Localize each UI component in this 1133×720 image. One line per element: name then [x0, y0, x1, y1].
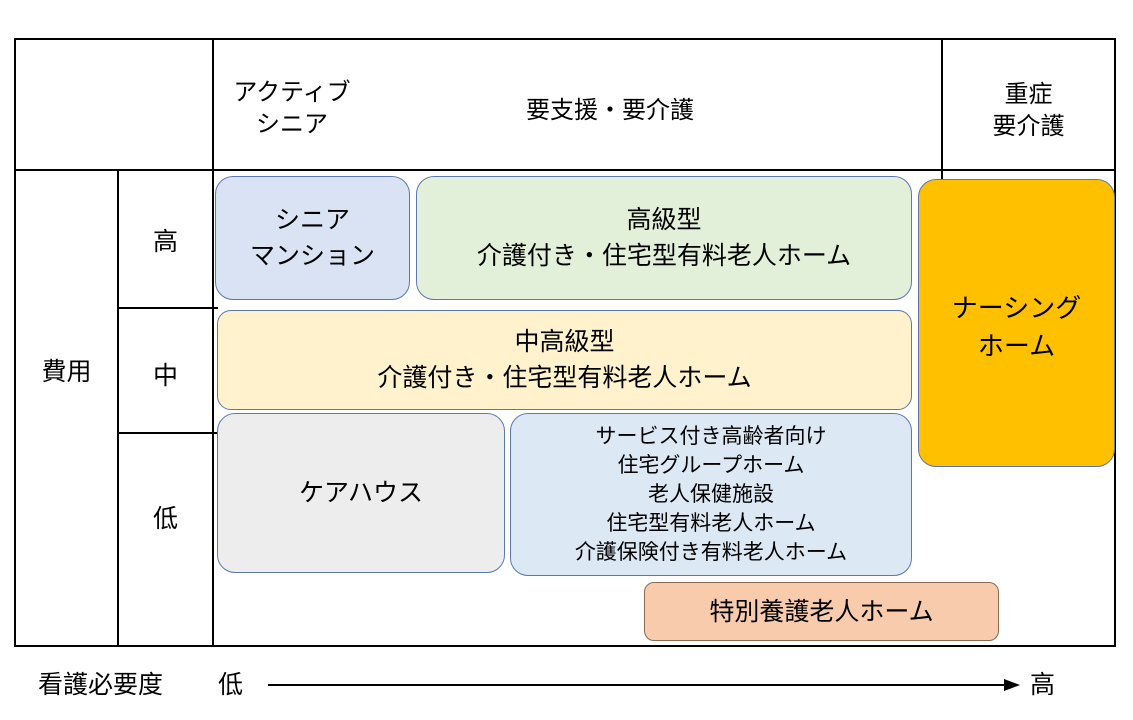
row-label-mid: 中	[152, 361, 178, 390]
axis-high-label: 高	[1030, 670, 1056, 699]
grid-line	[1114, 38, 1116, 647]
axis-arrow-head	[1004, 679, 1020, 691]
special-nursing-home-box: 特別養護老人ホーム	[644, 582, 999, 641]
header-active-senior: アクティブ シニア	[233, 78, 351, 138]
mid-high-class-home-box: 中高級型 介護付き・住宅型有料老人ホーム	[217, 310, 912, 410]
axis-label: 看護必要度	[38, 670, 164, 699]
header-severe-care: 重症 要介護	[992, 80, 1065, 140]
grid-line	[14, 645, 1116, 647]
grid-line	[118, 432, 218, 434]
axis-low-label: 低	[218, 670, 244, 699]
care-house-box: ケアハウス	[217, 413, 505, 573]
grid-line	[14, 38, 1116, 40]
axis-arrow	[268, 679, 1020, 691]
grid-line	[212, 38, 214, 647]
row-label-high: 高	[152, 227, 178, 256]
grid-line	[14, 38, 16, 647]
row-label-low: 低	[152, 504, 178, 533]
services-list-box: サービス付き高齢者向け 住宅グループホーム 老人保健施設 住宅型有料老人ホーム …	[510, 413, 912, 576]
grid-line	[941, 38, 943, 179]
high-class-home-box: 高級型 介護付き・住宅型有料老人ホーム	[416, 176, 912, 300]
header-support-care: 要支援・要介護	[526, 96, 694, 124]
grid-line	[14, 169, 1116, 171]
nursing-home-box: ナーシング ホーム	[918, 179, 1115, 467]
cost-label: 費用	[41, 357, 92, 386]
grid-line	[118, 307, 218, 309]
grid-line	[117, 169, 119, 647]
senior-mansion-box: シニア マンション	[215, 176, 410, 300]
